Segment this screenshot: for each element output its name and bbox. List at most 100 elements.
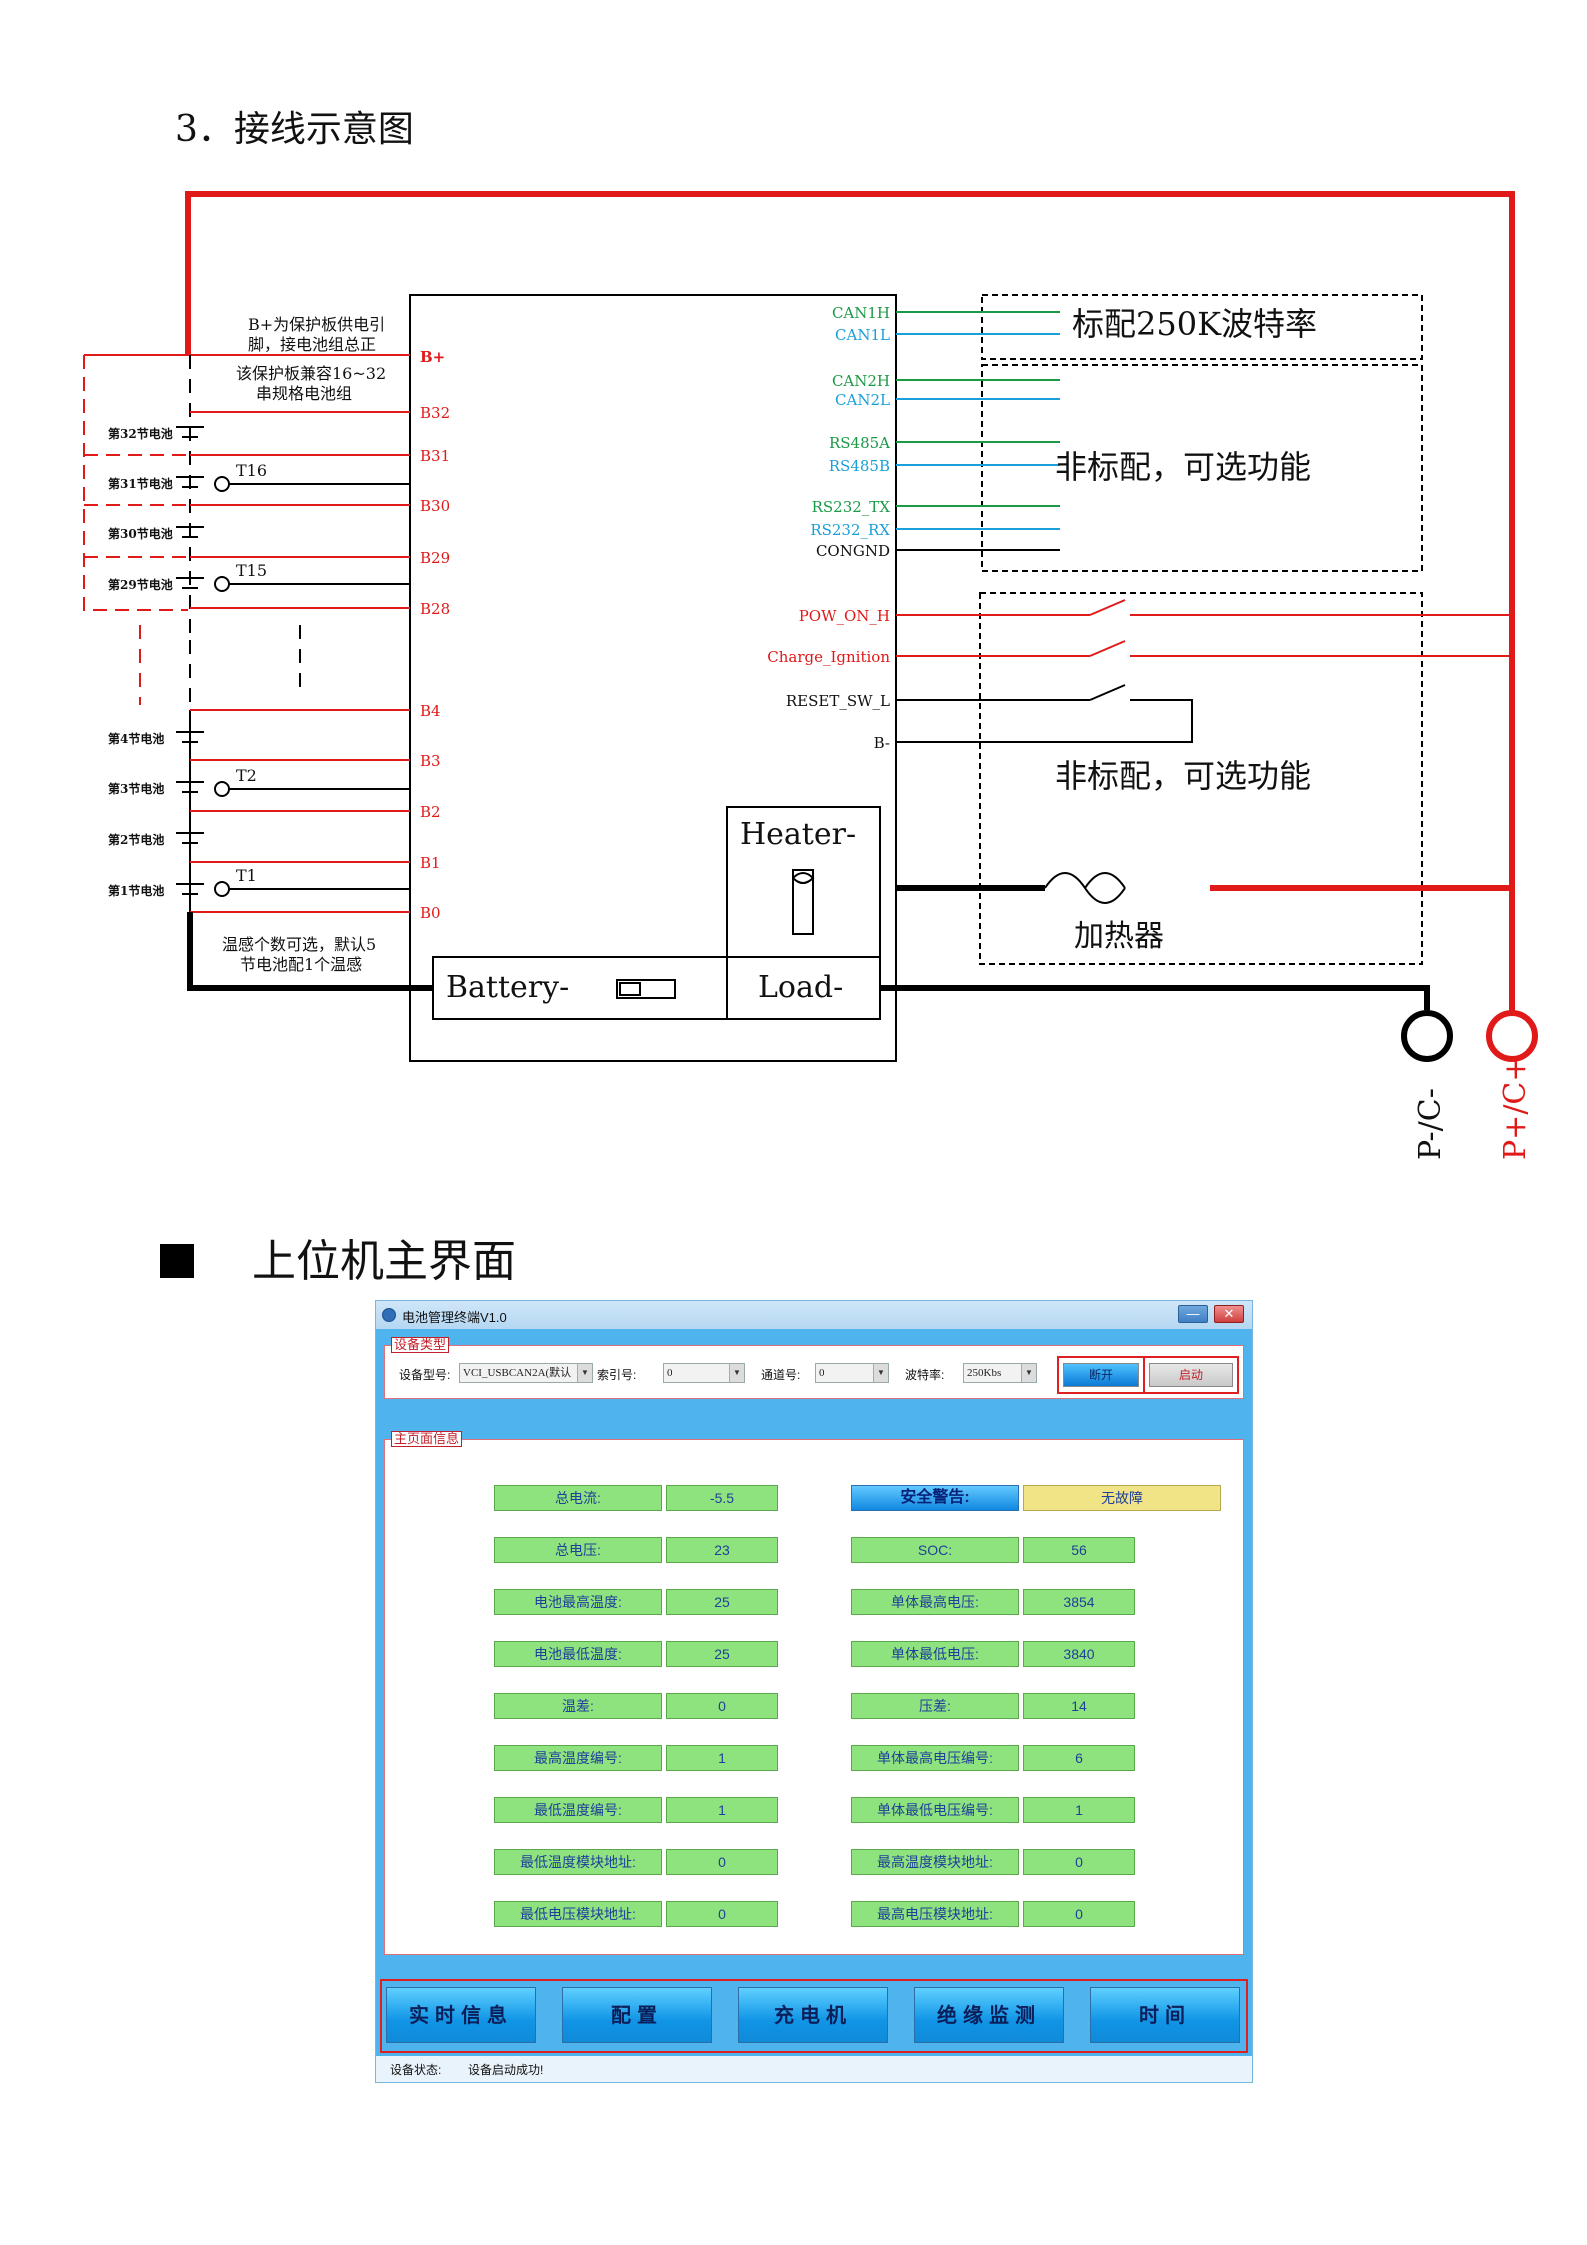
cell-min-volt-label: 单体最低电压:	[851, 1641, 1019, 1667]
max-temp-value: 25	[666, 1589, 778, 1615]
cell-max-volt-value: 3854	[1023, 1589, 1135, 1615]
min-temp-label: 电池最低温度:	[494, 1641, 662, 1667]
max-volt-module-label: 最高电压模块地址:	[851, 1901, 1019, 1927]
bullet-square-icon	[160, 1244, 194, 1278]
safety-alarm-label: 安全警告:	[851, 1485, 1019, 1511]
soc-value: 56	[1023, 1537, 1135, 1563]
pin-b29: B29	[420, 549, 450, 567]
main-info-legend: 主页面信息	[391, 1431, 463, 1447]
pin-can1h: CAN1H	[832, 304, 890, 322]
min-volt-module-value: 0	[666, 1901, 778, 1927]
compat-note-2: 串规格电池组	[256, 384, 352, 403]
channel-label: 通道号:	[761, 1368, 801, 1382]
chevron-down-icon: ▼	[729, 1364, 744, 1382]
temp-note-2: 节电池配1个温感	[240, 955, 362, 974]
pin-can2h: CAN2H	[832, 372, 890, 390]
index-label: 索引号:	[597, 1368, 637, 1382]
cell-label: 第4节电池	[108, 731, 164, 746]
max-temp-id-label: 最高温度编号:	[494, 1745, 662, 1771]
min-temp-module-value: 0	[666, 1849, 778, 1875]
app-title: 电池管理终端V1.0	[402, 1310, 507, 1325]
nav-charger-button[interactable]: 充电机	[738, 1987, 888, 2043]
pin-rs232-tx: RS232_TX	[812, 498, 891, 516]
pin-rs485a: RS485A	[829, 434, 890, 452]
pin-b3: B3	[420, 752, 441, 770]
total-current-value: -5.5	[666, 1485, 778, 1511]
main-info-group: 主页面信息 总电流: -5.5 总电压: 23 电池最高温度: 25 电池最低温…	[384, 1431, 1244, 1955]
index-select[interactable]: 0▼	[663, 1363, 745, 1383]
device-type-group: 设备类型 设备型号: VCI_USBCAN2A(默认▼ 索引号: 0▼ 通道号:…	[384, 1337, 1244, 1399]
total-voltage-label: 总电压:	[494, 1537, 662, 1563]
chevron-down-icon: ▼	[1021, 1364, 1036, 1382]
temp-sensor-label: T16	[236, 461, 267, 480]
status-label: 设备状态:	[390, 2063, 442, 2077]
temp-sensor-label: T2	[236, 766, 257, 785]
cell-min-volt-value: 3840	[1023, 1641, 1135, 1667]
baud-label: 波特率:	[905, 1368, 945, 1382]
device-model-select[interactable]: VCI_USBCAN2A(默认▼	[459, 1363, 593, 1383]
cell-label: 第1节电池	[108, 883, 164, 898]
start-highlight	[1143, 1356, 1239, 1394]
min-volt-module-label: 最低电压模块地址:	[494, 1901, 662, 1927]
pin-reset-sw-l: RESET_SW_L	[786, 692, 890, 710]
temp-sensor-label: T15	[236, 561, 267, 580]
start-button[interactable]: 启动	[1149, 1363, 1233, 1387]
load-pin: Load-	[758, 970, 843, 1005]
nav-realtime-button[interactable]: 实时信息	[386, 1987, 536, 2043]
nav-config-button[interactable]: 配置	[562, 1987, 712, 2043]
close-button[interactable]: ✕	[1214, 1305, 1244, 1323]
section-title-wiring: 3．接线示意图	[175, 109, 414, 150]
temp-diff-label: 温差:	[494, 1693, 662, 1719]
compat-note-1: 该保护板兼容16~32	[236, 364, 386, 383]
device-type-legend: 设备类型	[391, 1337, 450, 1353]
status-bar: 设备状态: 设备启动成功!	[376, 2056, 1252, 2082]
pin-b2: B2	[420, 803, 441, 821]
pin-bminus: B-	[874, 734, 890, 752]
pin-pow-on-h: POW_ON_H	[799, 607, 890, 625]
heater-pin: Heater-	[740, 817, 856, 852]
min-temp-id-value: 1	[666, 1797, 778, 1823]
volt-diff-label: 压差:	[851, 1693, 1019, 1719]
min-temp-value: 25	[666, 1641, 778, 1667]
minimize-button[interactable]: —	[1178, 1305, 1208, 1323]
pin-can2l: CAN2L	[835, 391, 890, 409]
nav-insulation-button[interactable]: 绝缘监测	[914, 1987, 1064, 2043]
cell-label: 第31节电池	[108, 476, 173, 491]
soc-label: SOC:	[851, 1537, 1019, 1563]
pin-b4: B4	[420, 702, 441, 720]
cell-label: 第30节电池	[108, 526, 173, 541]
title-bar[interactable]: 电池管理终端V1.0 — ✕	[376, 1301, 1252, 1329]
bplus-note-2: 脚，接电池组总正	[248, 335, 376, 354]
app-window: 电池管理终端V1.0 — ✕ 设备类型 设备型号: VCI_USBCAN2A(默…	[375, 1300, 1253, 2083]
heater-label: 加热器	[1074, 919, 1164, 954]
cell-label: 第2节电池	[108, 832, 164, 847]
baud-select[interactable]: 250Kbs▼	[963, 1363, 1037, 1383]
app-icon	[382, 1308, 396, 1322]
disconnect-button[interactable]: 断开	[1063, 1363, 1139, 1387]
pin-rs485b: RS485B	[829, 457, 890, 475]
max-temp-id-value: 1	[666, 1745, 778, 1771]
pin-can1l: CAN1L	[835, 326, 890, 344]
device-model-label: 设备型号:	[399, 1368, 451, 1382]
channel-select[interactable]: 0▼	[815, 1363, 889, 1383]
total-current-label: 总电流:	[494, 1485, 662, 1511]
temp-sensor-label: T1	[236, 866, 257, 885]
bplus-note-1: B+为保护板供电引	[248, 315, 385, 334]
optional-label-1: 非标配，可选功能	[1055, 448, 1311, 486]
min-temp-id-label: 最低温度编号:	[494, 1797, 662, 1823]
temp-note-1: 温感个数可选，默认5	[222, 935, 376, 954]
terminal-pos-label: P+/C+	[1498, 1056, 1533, 1160]
chevron-down-icon: ▼	[873, 1364, 888, 1382]
volt-diff-value: 14	[1023, 1693, 1135, 1719]
cell-min-volt-id-label: 单体最低电压编号:	[851, 1797, 1019, 1823]
max-temp-module-label: 最高温度模块地址:	[851, 1849, 1019, 1875]
max-temp-module-value: 0	[1023, 1849, 1135, 1875]
pin-b0: B0	[420, 904, 441, 922]
pin-b1: B1	[420, 854, 441, 872]
chevron-down-icon: ▼	[577, 1364, 592, 1382]
section-title-ui: 上位机主界面	[160, 1225, 516, 1289]
nav-time-button[interactable]: 时间	[1090, 1987, 1240, 2043]
pin-b28: B28	[420, 600, 450, 618]
cell-max-volt-id-value: 6	[1023, 1745, 1135, 1771]
cell-label: 第29节电池	[108, 577, 173, 592]
